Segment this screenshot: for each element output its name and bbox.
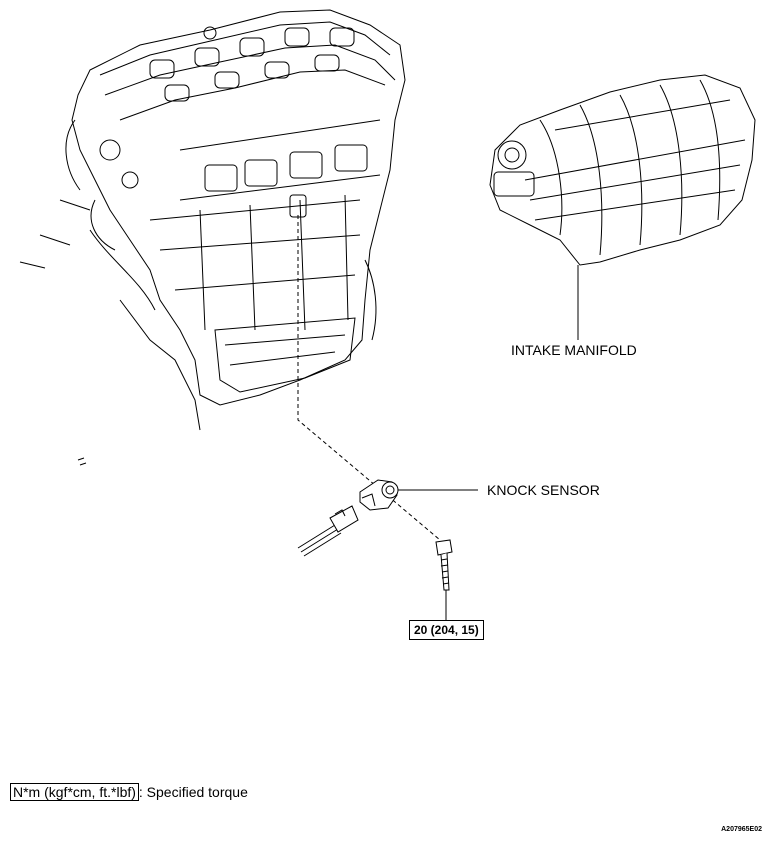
knock-sensor-illustration bbox=[359, 479, 399, 511]
engine-block bbox=[19, 9, 406, 431]
torque-legend-text: : Specified torque bbox=[138, 784, 248, 800]
sensor-bolt-illustration bbox=[435, 539, 453, 591]
knock-sensor-installation-line bbox=[297, 215, 441, 541]
intake-manifold-illustration bbox=[489, 74, 756, 266]
figure-id: A207965E02 bbox=[721, 826, 762, 833]
intake-manifold-label: INTAKE MANIFOLD bbox=[511, 342, 637, 358]
knock-sensor-label: KNOCK SENSOR bbox=[487, 482, 600, 498]
torque-unit-box: N*m (kgf*cm, ft.*lbf) bbox=[10, 783, 139, 801]
torque-callout: 20 (204, 15) bbox=[409, 620, 484, 640]
wire-harness-connector bbox=[297, 505, 359, 557]
torque-legend: N*m (kgf*cm, ft.*lbf): Specified torque bbox=[10, 783, 248, 801]
